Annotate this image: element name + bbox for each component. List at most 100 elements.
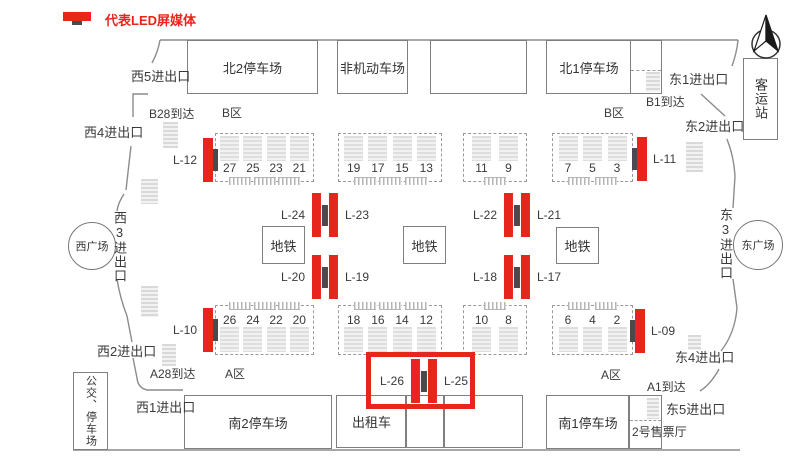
gate-east-1: 东1进出口 <box>669 72 729 87</box>
led-label: L-18 <box>472 270 497 284</box>
bus-stall-icon <box>472 327 491 352</box>
platform-number: 9 <box>505 161 512 175</box>
stairs-comb-icon <box>568 177 591 185</box>
led-screen-L12: L-12 <box>167 138 219 182</box>
platform-number: 10 <box>474 313 489 327</box>
metro-label: 地铁 <box>411 238 438 254</box>
stairs-icon <box>686 142 703 172</box>
unlabeled-box <box>430 40 527 94</box>
led-label: L-12 <box>173 153 198 167</box>
gate-west-4: 西4进出口 <box>84 125 144 140</box>
platform-cluster-a1: 26 24 22 20 <box>215 302 314 355</box>
stairs-icon <box>162 344 176 366</box>
legend-label: 代表LED屏媒体 <box>105 13 197 28</box>
compartment-divider <box>629 41 631 93</box>
stairs-icon <box>646 72 660 92</box>
led-pair-L24-L23: L-24 L-23 <box>281 193 369 237</box>
north-parking-2-label: 北2停车场 <box>222 60 283 76</box>
compartment-divider <box>628 396 630 448</box>
bus-stall: 9 <box>499 136 518 174</box>
non-motor-parking-label: 非机动车场 <box>339 60 405 76</box>
west-square-circle: 西广场 <box>68 222 116 270</box>
gate-west-2: 西2进出口 <box>97 344 157 359</box>
led-pair-L26-L25: L-26 L-25 <box>380 359 468 403</box>
platform-number: 2 <box>613 313 621 327</box>
south-parking-2-box: 南2停车场 <box>184 395 332 449</box>
zone-b-east: B区 <box>604 106 625 120</box>
zone-b-west: B区 <box>222 106 243 120</box>
led-label: L-22 <box>472 208 497 222</box>
stairs-icon <box>163 122 178 148</box>
platform-number: 25 <box>246 161 260 175</box>
led-connector <box>421 370 427 392</box>
bus-stall: 21 <box>289 136 309 174</box>
compartment-dash <box>631 70 661 71</box>
bus-stall: 25 <box>243 136 263 175</box>
led-bar-icon <box>203 308 219 352</box>
bus-stall: 15 <box>392 136 412 174</box>
led-pair-L20-L19: L-20 L-19 <box>281 255 369 299</box>
bus-stall-icon <box>416 136 436 161</box>
bus-stall-icon <box>368 327 388 352</box>
led-bar-icon <box>329 255 338 299</box>
compartment-dash <box>630 420 661 421</box>
gate-west-3: 西3进出口 <box>111 211 127 283</box>
metro-box-center: 地铁 <box>403 226 446 264</box>
platform-number: 22 <box>269 313 283 327</box>
platform-number: 5 <box>589 161 596 175</box>
bus-stall-icon <box>344 327 364 352</box>
led-label: L-10 <box>173 323 198 337</box>
bus-stall-icon <box>392 327 412 352</box>
bus-parking-label: 公交、停车场 <box>84 375 97 447</box>
bus-stall-icon <box>607 136 627 161</box>
bus-stall: 27 <box>220 136 240 174</box>
bus-stall: 22 <box>266 313 286 352</box>
bus-stall-icon <box>558 327 578 352</box>
metro-label: 地铁 <box>564 239 591 254</box>
led-label: L-11 <box>653 152 677 166</box>
bus-stall: 2 <box>607 313 627 352</box>
led-bar-icon <box>411 359 420 403</box>
led-pair-L18-L17: L-18 L-17 <box>473 255 561 299</box>
bus-stall-icon <box>220 136 240 161</box>
led-connector <box>514 266 520 288</box>
led-bar-icon <box>632 137 647 181</box>
platform-number: 26 <box>223 313 237 327</box>
bus-stall-icon <box>344 136 364 161</box>
stairs-comb-icon <box>404 302 427 310</box>
north-parking-2-box: 北2停车场 <box>187 40 318 94</box>
platform-number: 23 <box>269 161 283 175</box>
led-label: L-17 <box>537 270 562 284</box>
platform-number: 17 <box>371 161 385 175</box>
north-arrow-icon <box>751 14 781 59</box>
zone-a-east: A区 <box>601 368 622 382</box>
arrival-b1: B1到达 <box>646 95 685 109</box>
stairs-icon <box>647 398 659 419</box>
platform-number: 14 <box>395 313 409 327</box>
gate-east-4: 东4进出口 <box>675 350 735 365</box>
led-bar-icon <box>504 193 513 237</box>
platform-number: 19 <box>347 161 361 175</box>
stairs-comb-icon <box>594 177 617 185</box>
bus-stall-icon <box>289 136 309 161</box>
metro-box-east: 地铁 <box>556 227 599 264</box>
stairs-icon <box>141 179 158 204</box>
platform-number: 4 <box>589 313 596 327</box>
bus-stall: 13 <box>416 136 436 174</box>
led-screen-L09: L-09 <box>630 309 681 353</box>
east-square-label: 东广场 <box>741 240 775 252</box>
passenger-station-label: 客运站 <box>753 78 768 120</box>
bus-stall-icon <box>499 136 518 161</box>
bus-stall: 12 <box>416 314 436 352</box>
platform-number: 11 <box>475 161 488 175</box>
passenger-station-box: 客运站 <box>743 58 778 140</box>
platform-cluster-a2: 18 16 14 12 <box>338 302 442 355</box>
south-parking-1-box: 南1停车场 2号售票厅 <box>546 395 687 449</box>
bus-stall-icon <box>289 327 309 352</box>
bus-stall: 26 <box>220 313 240 352</box>
bus-stall: 11 <box>472 136 491 174</box>
metro-box-west: 地铁 <box>262 226 305 264</box>
gate-east-3: 东3进出口 <box>717 208 733 280</box>
stairs-comb-icon <box>277 177 300 185</box>
